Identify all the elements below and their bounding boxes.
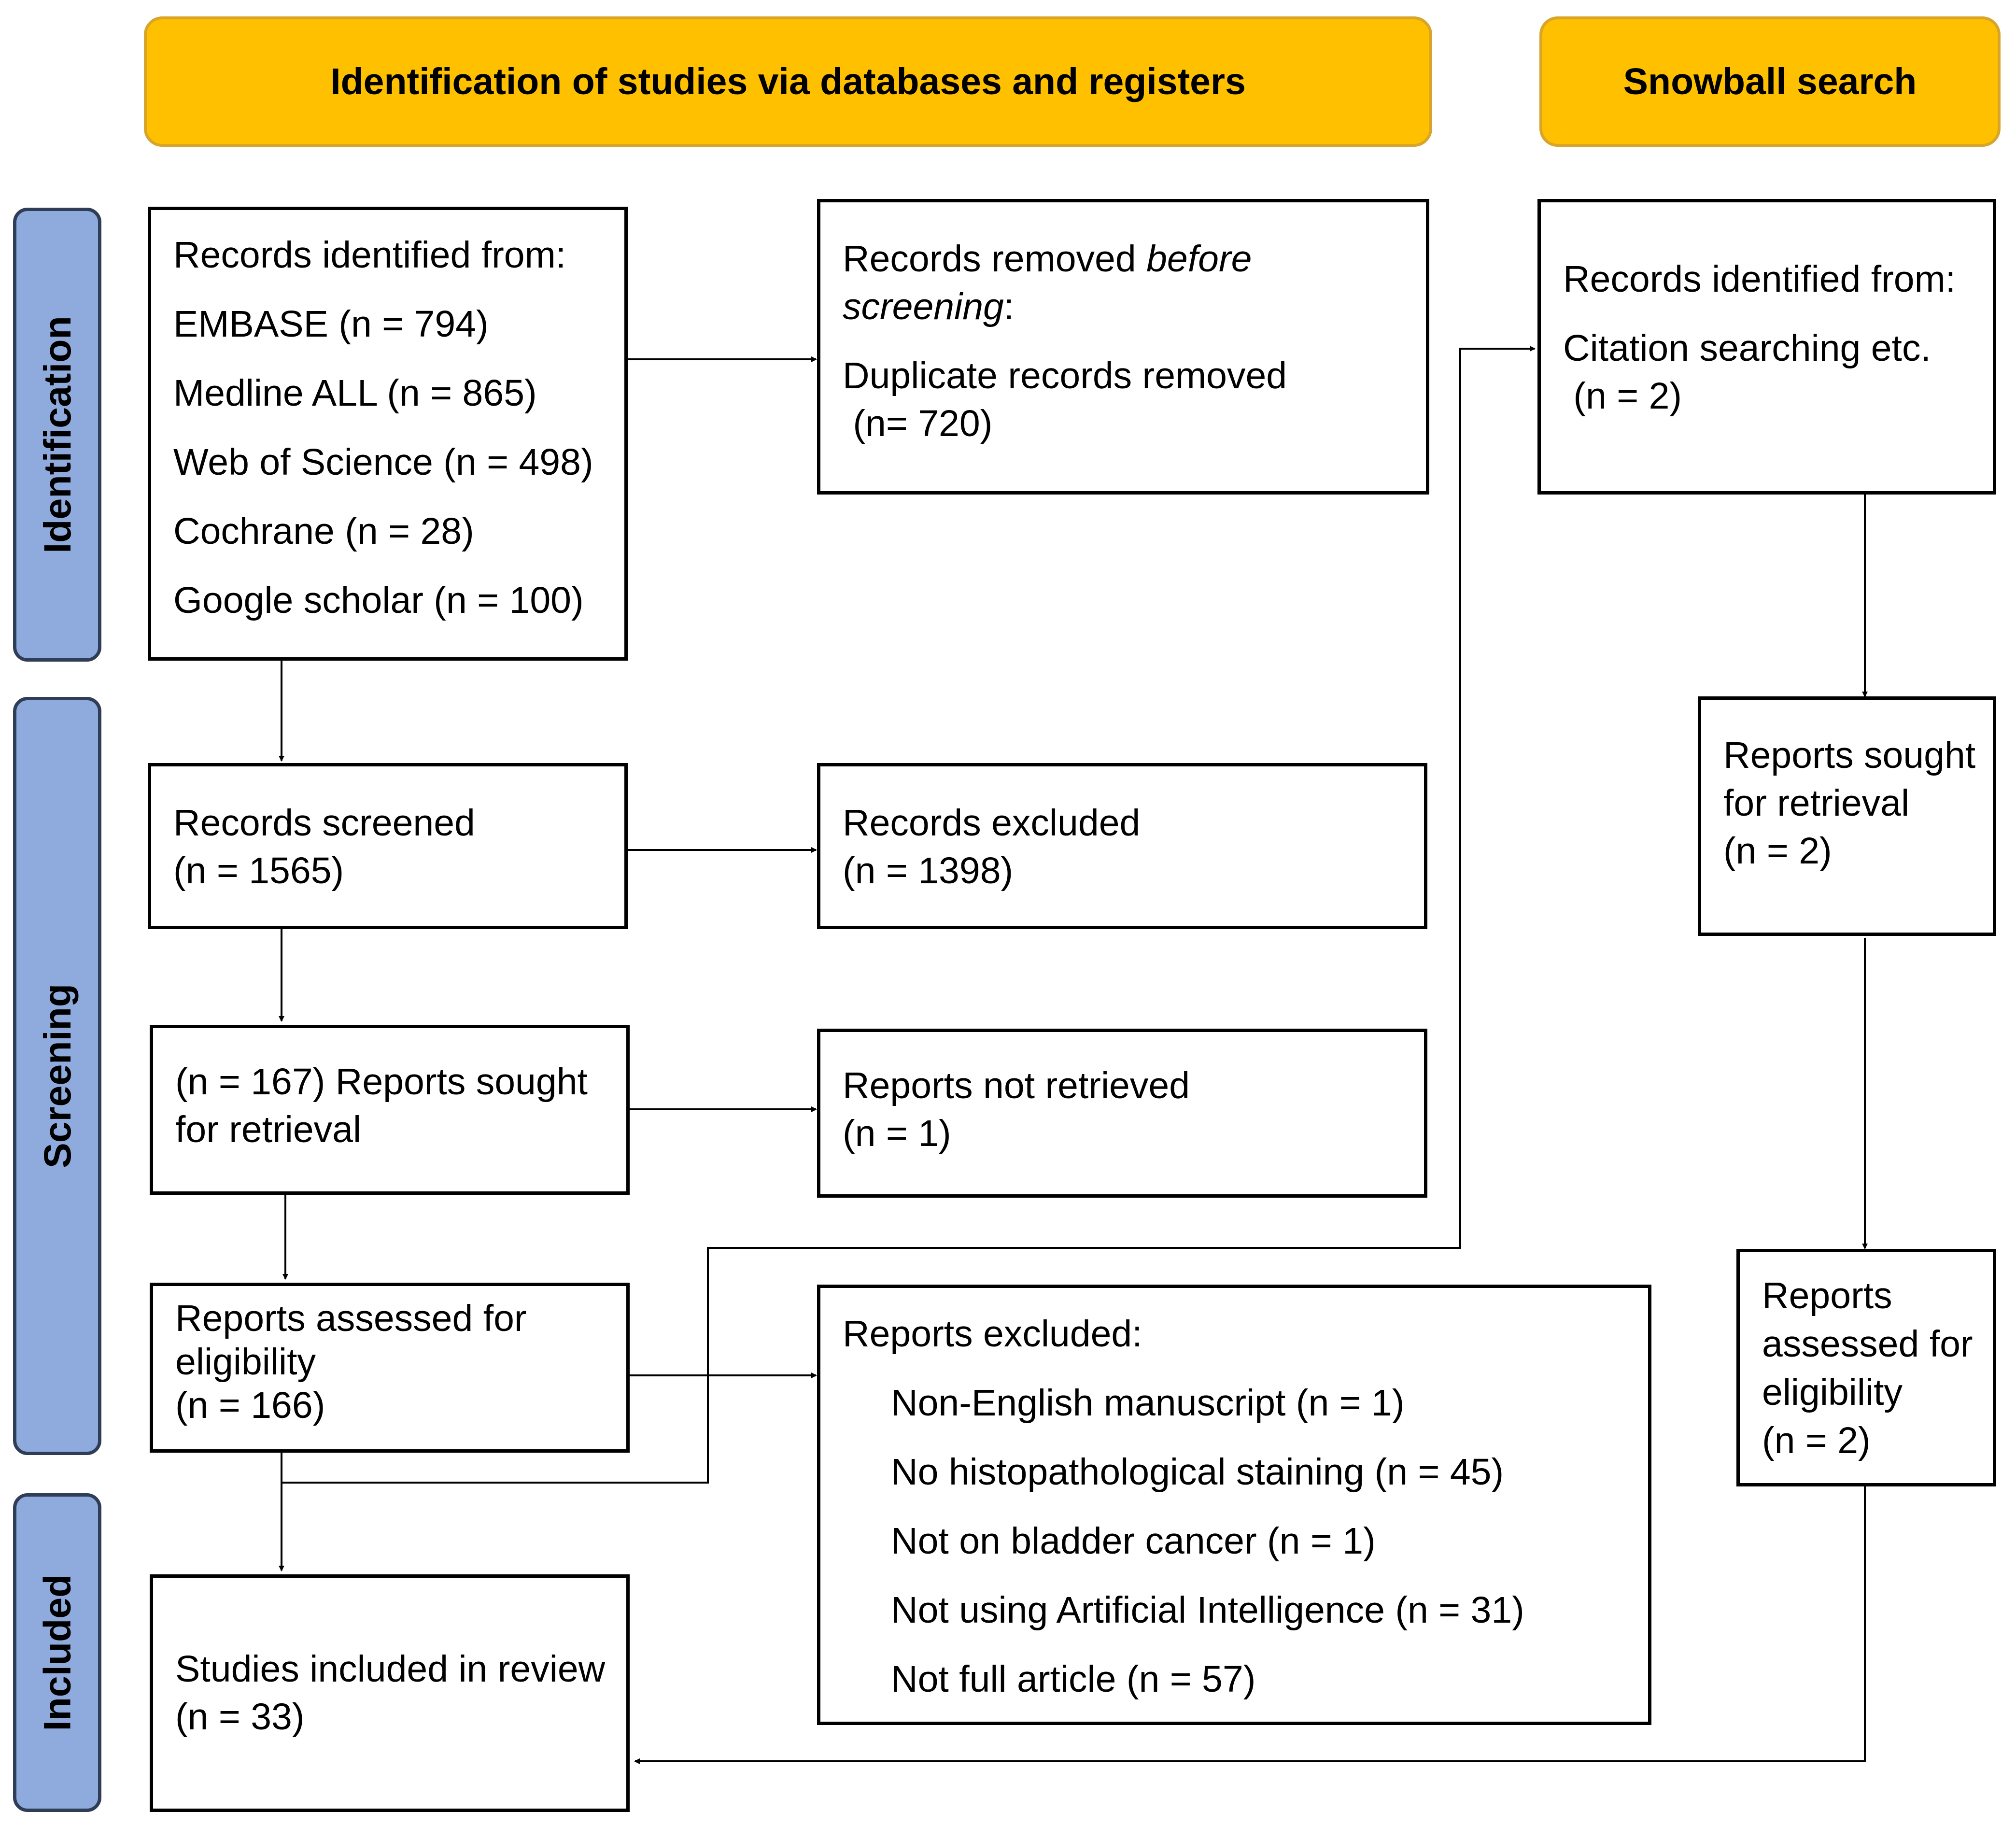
- phase-identification: Identification: [13, 208, 101, 662]
- reports-assessed-label-2: eligibility: [175, 1341, 316, 1383]
- exclusion-reason-not-bladder: Not on bladder cancer (n = 1): [891, 1520, 1376, 1562]
- reports-sought-label-1: (n = 167) Reports sought: [175, 1061, 588, 1103]
- citation-searching-label: Citation searching etc.: [1563, 327, 1931, 369]
- exclusion-reason-not-ai: Not using Artificial Intelligence (n = 3…: [891, 1589, 1524, 1631]
- records-excluded-label: Records excluded: [843, 802, 1141, 844]
- exclusion-reason-not-full-article: Not full article (n = 57): [891, 1658, 1256, 1700]
- reports-sought-box: (n = 167) Reports sought for retrieval: [150, 1025, 630, 1195]
- snowball-assessed-box: Reports assessed for eligibility (n = 2): [1736, 1249, 1996, 1486]
- records-identified-box: Records identified from: EMBASE (n = 794…: [148, 207, 628, 661]
- snowball-identified-title: Records identified from:: [1563, 258, 1956, 300]
- duplicates-removed-label: Duplicate records removed: [843, 355, 1287, 396]
- records-excluded-count: (n = 1398): [843, 850, 1014, 891]
- snowball-sought-label-2: for retrieval: [1723, 782, 1910, 824]
- phase-screening: Screening: [13, 697, 101, 1455]
- reports-assessed-box: Reports assessed for eligibility (n = 16…: [150, 1283, 630, 1453]
- citation-searching-count: (n = 2): [1563, 375, 1682, 417]
- snowball-assessed-label-1: Reports: [1762, 1275, 1892, 1316]
- snowball-assessed-label-2: assessed for: [1762, 1323, 1973, 1365]
- snowball-assessed-count: (n = 2): [1762, 1420, 1871, 1461]
- source-google-scholar: Google scholar (n = 100): [173, 580, 584, 621]
- records-removed-title: Records removed before: [843, 238, 1252, 280]
- reports-excluded-box: Reports excluded: Non-English manuscript…: [817, 1285, 1651, 1725]
- reports-excluded-title: Reports excluded:: [843, 1313, 1142, 1355]
- source-medline: Medline ALL (n = 865): [173, 372, 537, 414]
- reports-sought-label-2: for retrieval: [175, 1109, 362, 1150]
- databases-header: Identification of studies via databases …: [144, 16, 1432, 147]
- snowball-sought-label-1: Reports sought: [1723, 735, 1976, 776]
- snowball-header-label: Snowball search: [1623, 60, 1917, 102]
- source-web-of-science: Web of Science (n = 498): [173, 441, 593, 483]
- snowball-identified-box: Records identified from: Citation search…: [1537, 199, 1996, 495]
- exclusion-reason-non-english: Non-English manuscript (n = 1): [891, 1382, 1405, 1424]
- records-removed-title-cont: screening:: [843, 286, 1015, 327]
- databases-header-label: Identification of studies via databases …: [330, 60, 1246, 102]
- records-removed-box: Records removed before screening: Duplic…: [817, 199, 1429, 495]
- records-screened-box: Records screened (n = 1565): [148, 763, 628, 929]
- connector-snowball-assessed-to-included: [634, 1486, 1866, 1764]
- studies-included-count: (n = 33): [175, 1696, 305, 1738]
- snowball-assessed-label-3: eligibility: [1762, 1372, 1903, 1413]
- records-screened-count: (n = 1565): [173, 850, 344, 891]
- snowball-sought-box: Reports sought for retrieval (n = 2): [1698, 696, 1996, 936]
- records-identified-title: Records identified from:: [173, 234, 566, 276]
- snowball-sought-count: (n = 2): [1723, 830, 1832, 872]
- snowball-header: Snowball search: [1539, 16, 2001, 147]
- source-cochrane: Cochrane (n = 28): [173, 510, 474, 552]
- records-screened-label: Records screened: [173, 802, 475, 844]
- duplicates-removed-count: (n= 720): [843, 403, 993, 444]
- studies-included-box: Studies included in review (n = 33): [150, 1574, 630, 1812]
- exclusion-reason-no-staining: No histopathological staining (n = 45): [891, 1451, 1504, 1493]
- reports-assessed-count: (n = 166): [175, 1385, 325, 1426]
- phase-included: Included: [13, 1493, 101, 1812]
- source-embase: EMBASE (n = 794): [173, 303, 489, 345]
- reports-not-retrieved-box: Reports not retrieved (n = 1): [817, 1029, 1427, 1198]
- connector-assessed-to-snowball: [282, 346, 1536, 1484]
- reports-not-retrieved-label: Reports not retrieved: [843, 1065, 1190, 1106]
- reports-not-retrieved-count: (n = 1): [843, 1113, 951, 1154]
- records-excluded-box: Records excluded (n = 1398): [817, 763, 1427, 929]
- studies-included-label: Studies included in review: [175, 1648, 606, 1690]
- reports-assessed-label-1: Reports assessed for: [175, 1298, 527, 1339]
